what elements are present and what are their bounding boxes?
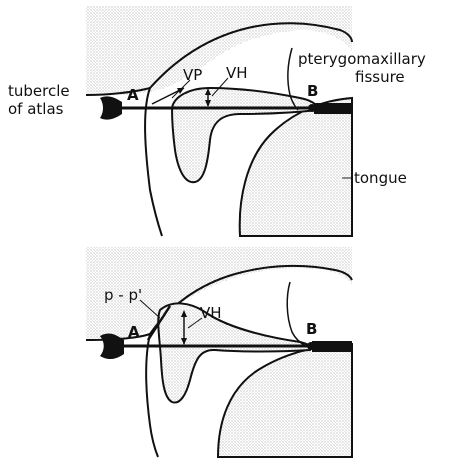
label-pterygo-1: pterygomaxillary [298,50,426,68]
top-panel: tubercle of atlas A VP VH pterygomaxilla… [8,6,426,236]
bottom-panel: p - p' VH A B [86,247,352,457]
bottom-b-bar [312,341,352,352]
label-point-a-bottom: A [128,323,140,341]
label-vp: VP [183,66,202,84]
label-vh-top: VH [226,64,248,82]
label-point-b-bottom: B [306,320,317,338]
top-b-bar [314,103,352,114]
label-vh-bottom: VH [200,304,222,322]
label-tubercle-1: tubercle [8,82,70,100]
label-tubercle-2: of atlas [8,100,64,118]
label-pterygo-2: fissure [355,68,405,86]
bottom-point-b-dot [307,342,315,350]
label-pp-prime: p - p' [104,286,142,304]
label-tongue: tongue [354,169,407,187]
top-point-b-dot [308,104,316,112]
label-point-b-top: B [307,82,318,100]
label-point-a-top: A [127,86,139,104]
